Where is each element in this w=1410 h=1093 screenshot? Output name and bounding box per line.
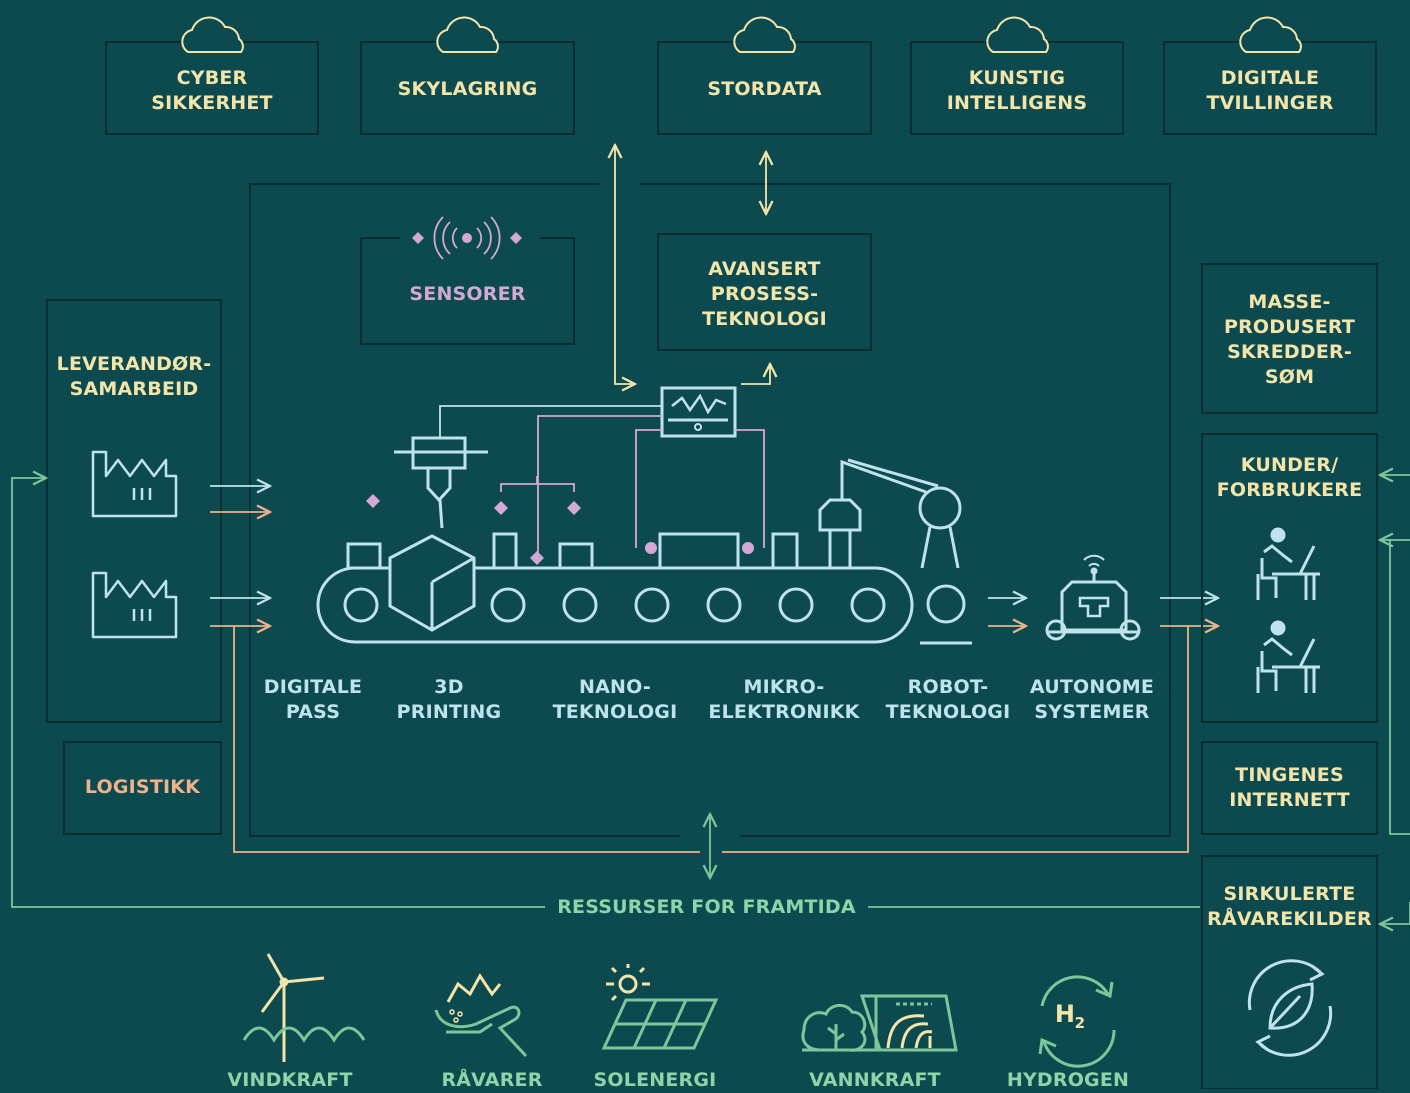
label-advanced-process-tech: AVANSERT PROSESS- TEKNOLOGI bbox=[702, 258, 827, 330]
cloud-icons bbox=[181, 16, 1302, 53]
belt-items bbox=[346, 532, 799, 632]
sensor-signal-icon bbox=[400, 216, 540, 260]
hydrogen-icon bbox=[1038, 975, 1116, 1068]
label-supplier-collaboration: LEVERANDØR- SAMARBEID bbox=[56, 353, 212, 400]
cloud-icon bbox=[986, 16, 1049, 53]
label-solar-energy: SOLENERGI bbox=[593, 1069, 717, 1091]
monitor-cables-pink bbox=[500, 415, 765, 556]
recycle-leaf-icon bbox=[1247, 959, 1333, 1057]
output-arrows bbox=[988, 598, 1218, 626]
label-wind-power: VINDKRAFT bbox=[227, 1069, 353, 1091]
cloud-icon bbox=[733, 16, 796, 53]
supplier-arrows bbox=[210, 486, 270, 626]
raw-materials-icon bbox=[434, 973, 528, 1058]
hydropower-icon bbox=[801, 994, 958, 1052]
hydrogen-symbol: H bbox=[1054, 1000, 1076, 1028]
cloud-icon bbox=[1239, 16, 1302, 53]
label-circular-raw-materials: SIRKULERTE RÅVAREKILDER bbox=[1207, 883, 1372, 930]
left-panel-boxes bbox=[46, 299, 222, 835]
solar-panel-icon bbox=[601, 964, 719, 1050]
person-at-desk-icon bbox=[1256, 527, 1320, 600]
robot-arm-icon bbox=[818, 458, 972, 645]
label-digital-twins: DIGITALE TVILLINGER bbox=[1206, 67, 1334, 114]
autonomous-vehicle-icon bbox=[1045, 554, 1141, 641]
cloud-icon bbox=[436, 16, 499, 53]
label-big-data: STORDATA bbox=[707, 78, 822, 100]
label-internet-of-things: TINGENES INTERNETT bbox=[1229, 764, 1350, 811]
label-digital-passport: DIGITALE PASS bbox=[263, 676, 363, 723]
label-3d-printing: 3D PRINTING bbox=[396, 676, 502, 723]
hydrogen-subscript: 2 bbox=[1074, 1014, 1086, 1032]
label-cloud-storage: SKYLAGRING bbox=[397, 78, 538, 100]
label-robot-technology: ROBOT- TEKNOLOGI bbox=[885, 676, 1011, 723]
right-panel-boxes bbox=[1201, 263, 1378, 1089]
feedback-loops bbox=[11, 475, 1410, 924]
label-resources-title: RESSURSER FOR FRAMTIDA bbox=[557, 896, 856, 918]
label-sensors: SENSORER bbox=[409, 283, 526, 305]
label-raw-materials: RÅVARER bbox=[441, 1069, 543, 1091]
label-nanotechnology: NANO- TEKNOLOGI bbox=[552, 676, 678, 723]
cloud-icon bbox=[181, 16, 244, 53]
wind-turbine-icon bbox=[242, 953, 366, 1062]
label-hydrogen: HYDROGEN bbox=[1006, 1069, 1130, 1091]
label-microelectronics: MIKRO- ELEKTRONIKK bbox=[708, 676, 860, 723]
label-cyber-security: CYBER SIKKERHET bbox=[151, 67, 273, 114]
monitor-cables-cyan bbox=[439, 405, 662, 438]
label-logistics: LOGISTIKK bbox=[84, 776, 201, 798]
conveyor-belt bbox=[316, 566, 914, 644]
factory-icon bbox=[91, 450, 178, 518]
label-hydropower: VANNKRAFT bbox=[809, 1069, 941, 1091]
control-monitor-icon bbox=[660, 386, 737, 438]
label-customers: KUNDER/ FORBRUKERE bbox=[1216, 454, 1363, 501]
label-artificial-intelligence: KUNSTIG INTELLIGENS bbox=[946, 67, 1088, 114]
factory-icon bbox=[91, 571, 178, 639]
logistics-loop bbox=[233, 626, 1189, 853]
person-at-desk-icon bbox=[1256, 620, 1320, 693]
cloud-connection-arrows bbox=[615, 145, 770, 384]
label-mass-customization: MASSE- PRODUSERT SKREDDER- SØM bbox=[1223, 291, 1356, 388]
factory-frame bbox=[249, 183, 1171, 837]
3d-printer-icon bbox=[394, 436, 488, 529]
label-autonomous-systems: AUTONOME SYSTEMER bbox=[1029, 676, 1155, 723]
sensor-markers bbox=[366, 494, 754, 565]
